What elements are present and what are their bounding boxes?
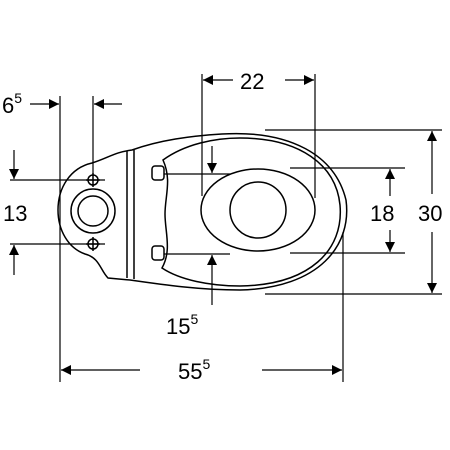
dimension-lines xyxy=(9,74,442,382)
outlet-pipe-inner xyxy=(77,195,109,227)
drain-circle xyxy=(229,181,287,239)
dim-label-pipe-spacing: 13 xyxy=(3,201,27,226)
dim-label-overall-length: 555 xyxy=(178,356,210,384)
hinge-post-top xyxy=(151,165,165,181)
dim-label-overall-width: 30 xyxy=(418,201,442,226)
bowl-opening xyxy=(200,168,316,252)
dim-label-seat-hinge: 155 xyxy=(166,311,198,339)
hinge-post-bottom xyxy=(151,245,165,261)
dim-label-bowl-inner: 18 xyxy=(370,201,394,226)
dim-label-bowl-width: 22 xyxy=(240,69,264,94)
outlet-pipe-outer xyxy=(70,188,116,234)
dim-label-offset: 65 xyxy=(2,90,22,118)
